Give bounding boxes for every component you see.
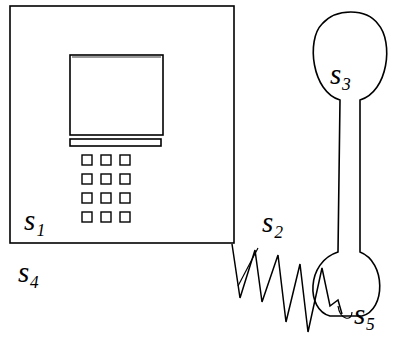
part-label: s₂ — [262, 208, 283, 237]
leader-line — [238, 248, 258, 286]
coiled-cord — [232, 244, 342, 332]
part-label: s₁ — [24, 206, 45, 235]
keypad — [82, 155, 130, 222]
part-label: s₃ — [330, 60, 351, 89]
phone-screen — [70, 55, 163, 135]
handset — [313, 12, 387, 316]
part-label: s₄ — [18, 258, 39, 287]
screen-edge — [72, 56, 161, 58]
phone-base — [10, 6, 234, 243]
part-label: s₅ — [354, 300, 375, 329]
phone-bar — [70, 139, 161, 146]
leader-line — [338, 306, 352, 318]
